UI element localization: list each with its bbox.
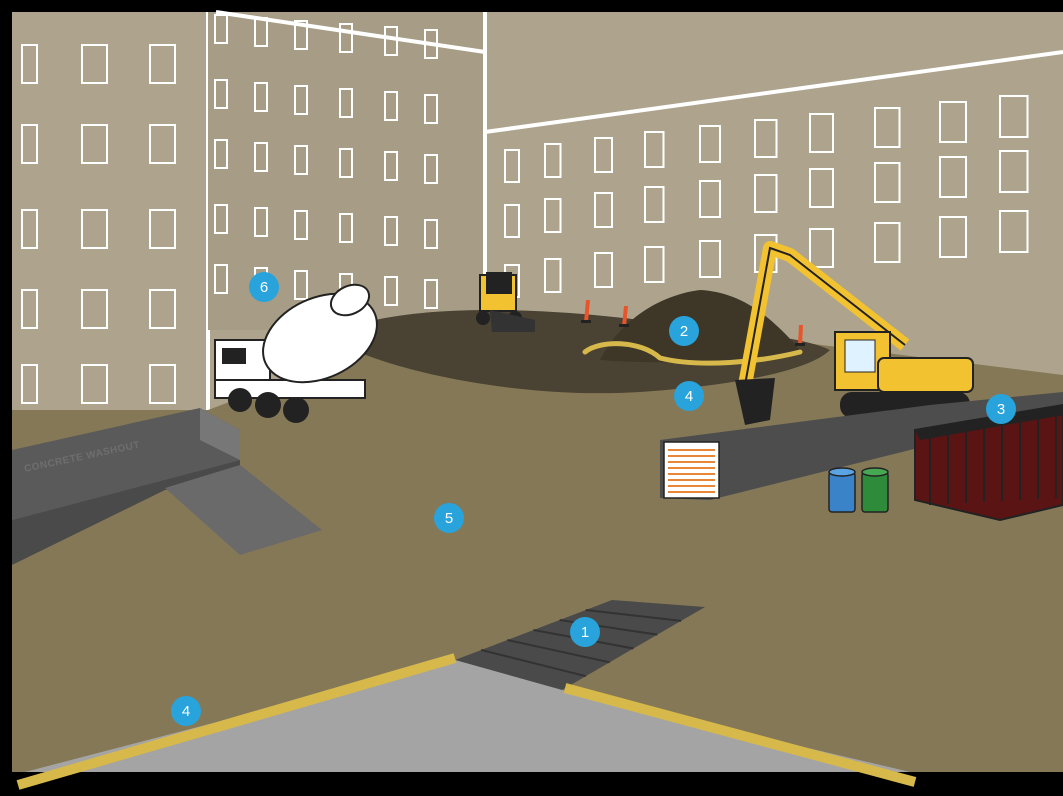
marker-5[interactable]: 5 — [434, 503, 464, 533]
marker-4a[interactable]: 4 — [674, 381, 704, 411]
marker-3[interactable]: 3 — [986, 394, 1016, 424]
marker-label: 6 — [260, 279, 268, 296]
marker-label: 1 — [581, 624, 589, 641]
marker-1[interactable]: 1 — [570, 617, 600, 647]
marker-label: 4 — [685, 388, 693, 405]
marker-label: 4 — [182, 703, 190, 720]
middle-building — [208, 12, 485, 330]
marker-label: 3 — [997, 401, 1005, 418]
marker-label: 5 — [445, 510, 453, 527]
marker-6[interactable]: 6 — [249, 272, 279, 302]
marker-label: 2 — [680, 323, 688, 340]
marker-4b[interactable]: 4 — [171, 696, 201, 726]
marker-2[interactable]: 2 — [669, 316, 699, 346]
left-building — [12, 12, 208, 472]
